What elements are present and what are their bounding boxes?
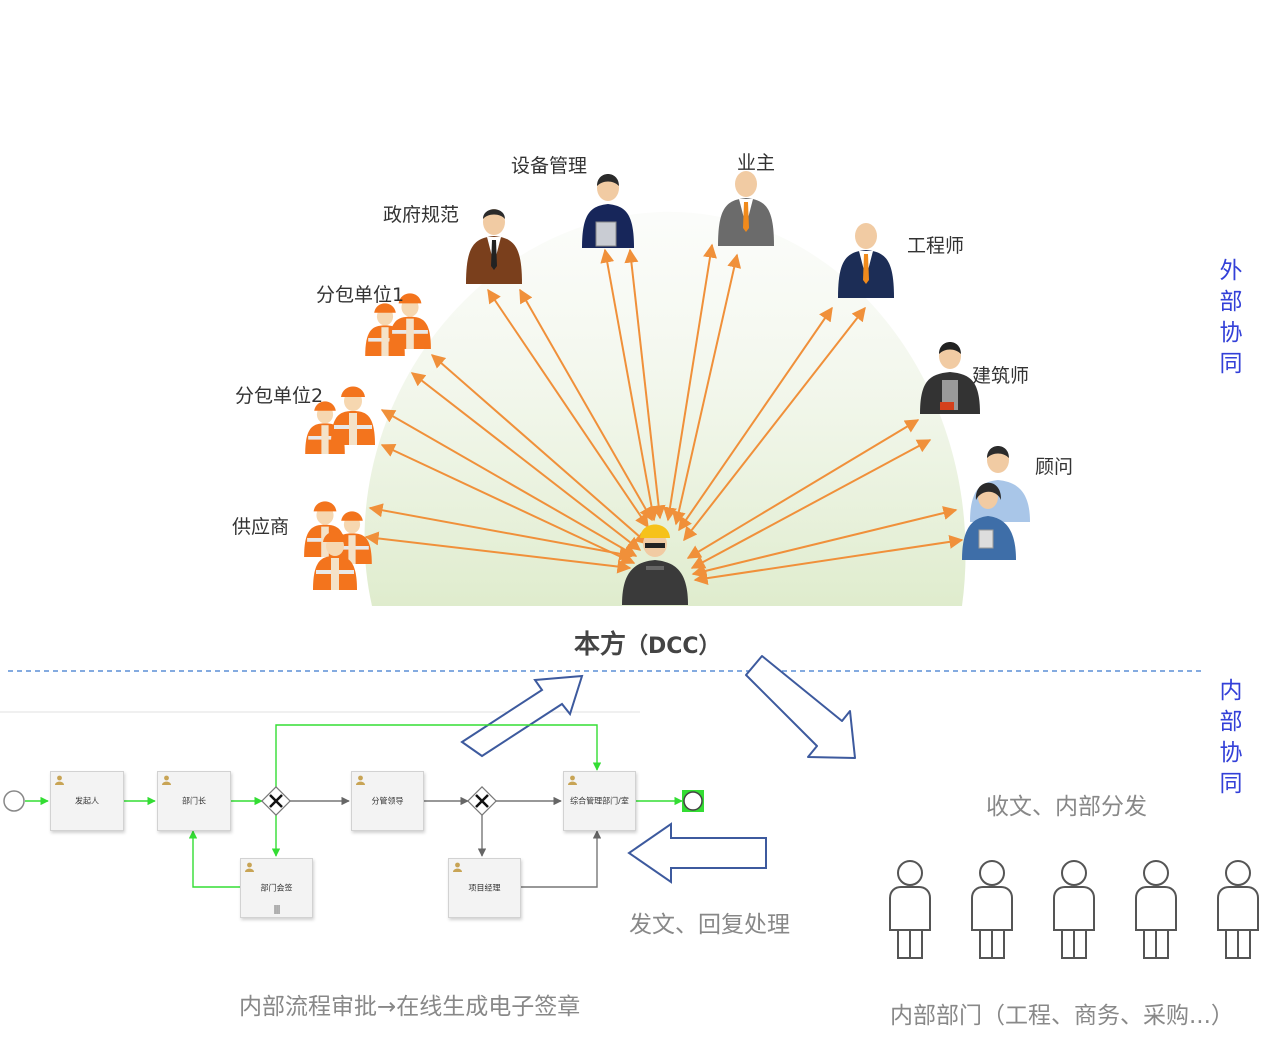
vest-man-icon (920, 342, 980, 414)
consultant-pair-icon (962, 446, 1030, 560)
edge-gw1-top-n4 (275, 724, 602, 787)
flow-node-n2-label: 部门长 (182, 796, 206, 806)
departments-caption: 内部部门（工程、商务、采购...） (890, 1003, 1234, 1029)
department-figures (889, 860, 1259, 959)
flow-node-n5: 部门会签 ||| (240, 858, 313, 918)
spoke-sup-b (364, 531, 632, 574)
flow-node-n6-label: 项目经理 (468, 883, 501, 893)
flow-node-n4-label: 综合管理部门/室 (570, 796, 629, 806)
flow-node-n1-label: 发起人 (75, 796, 99, 806)
flow-node-n5-label: 部门会签 (260, 883, 293, 893)
grey-suit-man-icon (718, 171, 774, 246)
department-person-icon (1053, 860, 1095, 959)
flow-node-n2: 部门长 (157, 771, 231, 831)
upload-arrow (460, 674, 584, 758)
flow-node-n1: 发起人 (50, 771, 124, 831)
multi-instance-marker: ||| (273, 905, 280, 915)
flow-node-n4: 综合管理部门/室 (563, 771, 636, 831)
receive-label: 收文、内部分发 (986, 794, 1147, 820)
label-owner: 业主 (737, 152, 776, 174)
workflow-caption: 内部流程审批→在线生成电子签章 (239, 994, 581, 1020)
spoke-cons-b (693, 534, 964, 586)
label-supplier: 供应商 (232, 516, 290, 538)
user-task-icon (55, 775, 64, 785)
navy-suit-man-icon (838, 223, 894, 298)
worker-group-icon (304, 501, 372, 590)
send-label: 发文、回复处理 (629, 912, 790, 938)
workflow-edges (25, 724, 683, 888)
flow-node-n6: 项目经理 (448, 858, 521, 918)
connection-arrows (364, 243, 964, 586)
label-sub2: 分包单位2 (235, 385, 324, 407)
edge-n6-n4 (519, 830, 602, 888)
brown-suit-man-icon (466, 209, 522, 284)
edge-n5-n2 (188, 830, 240, 888)
department-person-icon (889, 860, 931, 959)
center-title: 本方（DCC） (574, 624, 721, 661)
user-task-icon (453, 862, 462, 872)
department-person-icon (1217, 860, 1259, 959)
worker-group-icon (365, 293, 431, 356)
center-person-icon (622, 524, 688, 605)
label-engineer: 工程师 (907, 235, 965, 257)
user-task-icon (162, 775, 171, 785)
department-person-icon (1135, 860, 1177, 959)
label-sub1: 分包单位1 (316, 284, 405, 306)
gateway-exclusive-2 (467, 786, 497, 816)
flow-node-n3: 分管领导 (351, 771, 424, 831)
user-task-icon (245, 862, 254, 872)
center-title-main: 本方 (574, 630, 627, 660)
flow-node-n3-label: 分管领导 (371, 796, 404, 806)
start-event (3, 790, 25, 812)
user-task-icon (568, 775, 577, 785)
label-gov: 政府规范 (383, 204, 460, 226)
distribute-arrow (745, 655, 856, 759)
internal-collab-label: 内部协同 (1219, 678, 1243, 797)
stakeholder-figures (304, 171, 1030, 605)
worker-group-icon (305, 386, 375, 454)
center-title-sub: （DCC） (626, 634, 721, 659)
label-architect: 建筑师 (972, 365, 1030, 387)
user-task-icon (356, 775, 365, 785)
gateway-exclusive-1 (261, 786, 291, 816)
label-equip: 设备管理 (511, 155, 588, 177)
polo-shirt-man-icon (582, 174, 634, 248)
end-event (683, 791, 703, 811)
department-person-icon (971, 860, 1013, 959)
reply-arrow (627, 822, 767, 884)
external-collab-label: 外部协同 (1219, 258, 1243, 377)
label-consultant: 顾问 (1035, 456, 1074, 478)
